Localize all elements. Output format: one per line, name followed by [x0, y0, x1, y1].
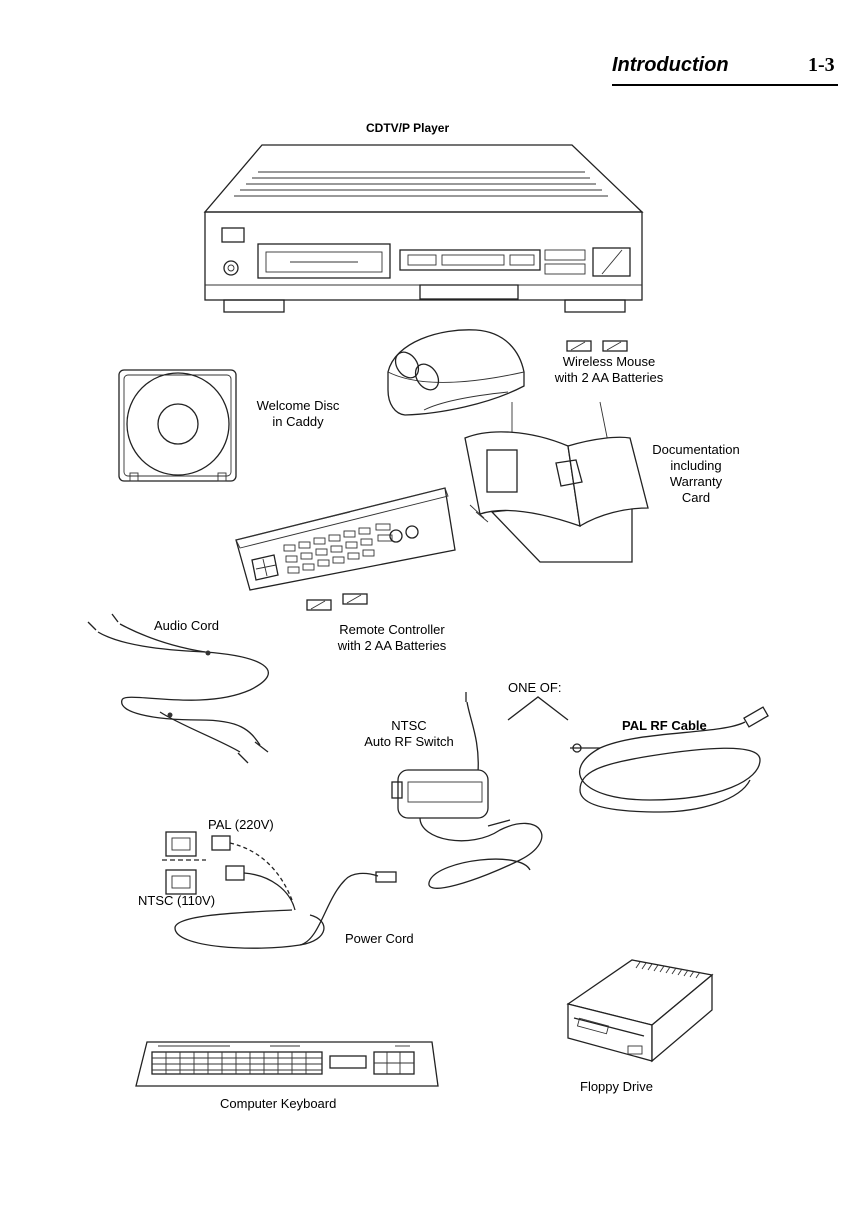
documentation-label-line2: including: [638, 458, 754, 474]
ntsc-110-label: NTSC (110V): [138, 893, 215, 909]
remote-label-line1: Remote Controller: [322, 622, 462, 638]
remote-controller-drawing: [236, 488, 455, 590]
floppy-label: Floppy Drive: [580, 1079, 653, 1095]
disc-label: Welcome Disc in Caddy: [248, 398, 348, 430]
one-of-caret: [508, 697, 568, 720]
ntsc-rf-label: NTSC Auto RF Switch: [354, 718, 464, 750]
audio-cord-label: Audio Cord: [154, 618, 219, 634]
documentation-drawing: [465, 402, 648, 562]
mouse-label: Wireless Mouse with 2 AA Batteries: [542, 354, 676, 386]
pal-220-label: PAL (220V): [208, 817, 274, 833]
disc-label-line1: Welcome Disc: [248, 398, 348, 414]
mouse-batteries-drawing: [567, 341, 627, 351]
audio-cord-drawing: [88, 614, 268, 763]
power-cord-label: Power Cord: [345, 931, 414, 947]
documentation-label: Documentation including Warranty Card: [638, 442, 754, 506]
player-label: CDTV/P Player: [366, 120, 449, 136]
documentation-label-line3: Warranty: [638, 474, 754, 490]
mouse-label-line1: Wireless Mouse: [542, 354, 676, 370]
one-of-label: ONE OF:: [508, 680, 561, 696]
mouse-label-line2: with 2 AA Batteries: [542, 370, 676, 386]
keyboard-label: Computer Keyboard: [220, 1096, 336, 1112]
ntsc-rf-label-line1: NTSC: [354, 718, 464, 734]
pal-rf-label: PAL RF Cable: [622, 718, 707, 734]
remote-batteries-drawing: [307, 594, 367, 610]
cdtv-player-drawing: [205, 145, 642, 312]
keyboard-drawing: [136, 1042, 438, 1086]
remote-label: Remote Controller with 2 AA Batteries: [322, 622, 462, 654]
remote-label-line2: with 2 AA Batteries: [322, 638, 462, 654]
floppy-drive-drawing: [568, 960, 712, 1061]
disc-label-line2: in Caddy: [248, 414, 348, 430]
documentation-label-line1: Documentation: [638, 442, 754, 458]
wireless-mouse-drawing: [388, 330, 524, 415]
disc-caddy-drawing: [119, 370, 236, 481]
ntsc-rf-label-line2: Auto RF Switch: [354, 734, 464, 750]
documentation-label-line4: Card: [638, 490, 754, 506]
